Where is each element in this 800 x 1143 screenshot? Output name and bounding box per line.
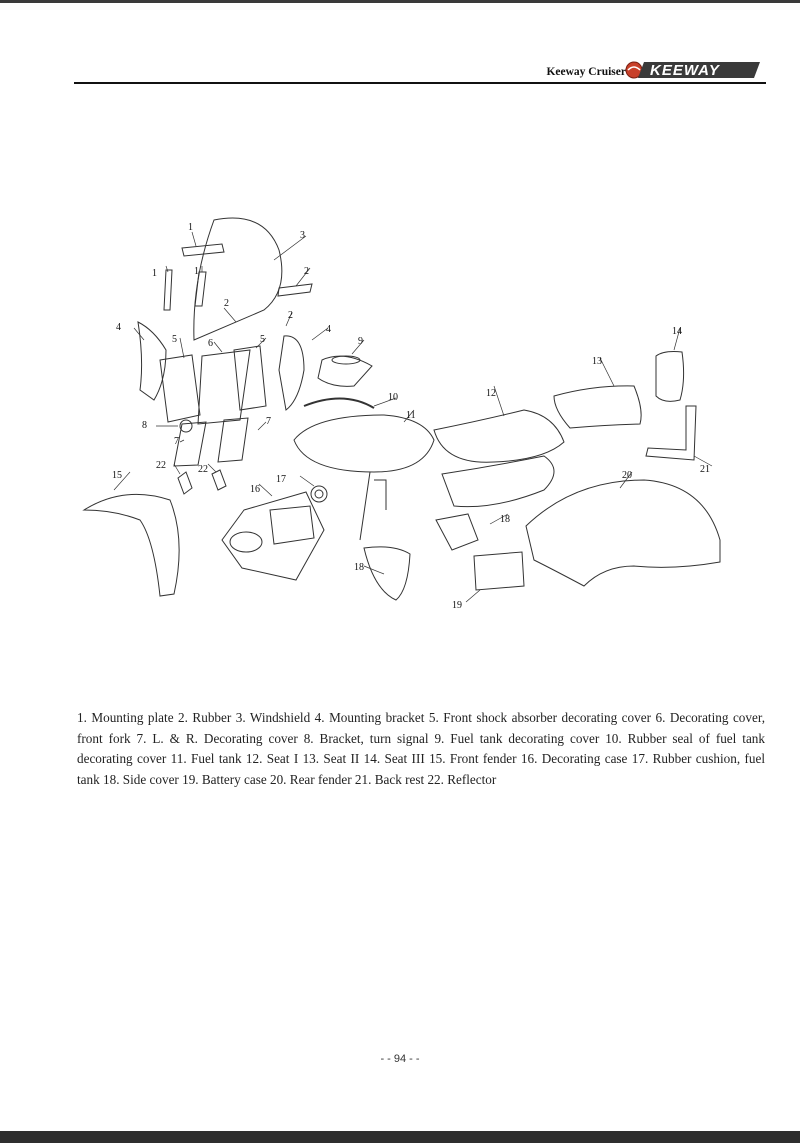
seat-one-part bbox=[433, 409, 565, 463]
callout-label: 22 bbox=[198, 464, 208, 475]
exploded-parts-diagram: 1 1 1 2 2 2 3 4 4 5 5 6 7 7 8 9 10 11 12… bbox=[82, 217, 721, 611]
seat-three-part bbox=[655, 351, 685, 402]
brand-text: Keeway Cruiser bbox=[546, 66, 626, 78]
callout-label: 4 bbox=[326, 324, 331, 335]
reflector-part bbox=[211, 469, 227, 491]
lr-cover-part bbox=[173, 421, 207, 467]
seat-tray-part bbox=[441, 455, 555, 508]
rear-fender-part bbox=[525, 479, 721, 587]
fork-cover-part bbox=[197, 349, 251, 425]
back-rest-part bbox=[645, 405, 697, 461]
callout-label: 9 bbox=[358, 336, 363, 347]
rubber-seal-part bbox=[303, 397, 375, 409]
page-header: Keeway Cruiser KEEWAY bbox=[74, 52, 766, 84]
battery-case-part bbox=[473, 551, 525, 591]
diagram-callouts: 1 1 1 2 2 2 3 4 4 5 5 6 7 7 8 9 10 11 12… bbox=[112, 222, 710, 611]
header-rule bbox=[74, 82, 766, 84]
callout-label: 21 bbox=[700, 464, 710, 475]
rubber-cushion-part bbox=[310, 485, 328, 503]
callout-label: 16 bbox=[250, 484, 260, 495]
logo-text: KEEWAY bbox=[650, 62, 721, 79]
callout-label: 10 bbox=[388, 392, 398, 403]
callout-label: 8 bbox=[142, 420, 147, 431]
callout-label: 13 bbox=[592, 356, 602, 367]
lr-cover-part bbox=[217, 417, 249, 463]
callout-label: 1 bbox=[188, 222, 193, 233]
reflector-part bbox=[177, 471, 193, 495]
callout-label: 5 bbox=[260, 334, 265, 345]
callout-label: 5 bbox=[172, 334, 177, 345]
side-cover-part bbox=[363, 546, 411, 601]
shock-cover-part bbox=[159, 354, 201, 423]
callout-label: 2 bbox=[288, 310, 293, 321]
callout-label: 7 bbox=[266, 416, 271, 427]
tank-deco-cover-part bbox=[317, 355, 373, 387]
front-fender-part bbox=[82, 493, 180, 597]
shock-cover-part bbox=[233, 345, 267, 411]
callout-label: 4 bbox=[116, 322, 121, 333]
mounting-plate-part bbox=[277, 283, 313, 297]
top-edge bbox=[0, 0, 800, 3]
callout-label: 7 bbox=[174, 436, 179, 447]
mounting-bracket-part bbox=[278, 335, 305, 411]
callout-label: 3 bbox=[300, 230, 305, 241]
side-cover-part bbox=[435, 513, 479, 551]
parts-caption: 1. Mounting plate 2. Rubber 3. Windshiel… bbox=[77, 710, 765, 787]
callout-label: 19 bbox=[452, 600, 462, 611]
mounting-plate-part bbox=[163, 269, 173, 311]
callout-label: 17 bbox=[276, 474, 286, 485]
mounting-plate-part bbox=[181, 243, 225, 257]
callout-label: 22 bbox=[156, 460, 166, 471]
callout-label: 6 bbox=[208, 338, 213, 349]
mounting-plate-part bbox=[194, 271, 207, 307]
seat-two-part bbox=[553, 385, 642, 429]
bottom-bar bbox=[0, 1131, 800, 1143]
callout-label: 12 bbox=[486, 388, 496, 399]
callout-label: 2 bbox=[224, 298, 229, 309]
page-number: - - 94 - - bbox=[380, 1053, 420, 1065]
keeway-logo: KEEWAY bbox=[625, 61, 760, 79]
fuel-tank-part bbox=[293, 414, 435, 473]
callout-label: 14 bbox=[672, 326, 682, 337]
callout-label: 18 bbox=[500, 514, 510, 525]
callout-label: 2 bbox=[304, 266, 309, 277]
mounting-bracket-part bbox=[137, 321, 167, 401]
windshield-part bbox=[193, 217, 283, 341]
callout-label: 1 bbox=[152, 268, 157, 279]
callout-label: 1 bbox=[194, 266, 199, 277]
turn-signal-bracket-part bbox=[179, 419, 193, 433]
decorating-case-part bbox=[221, 491, 325, 581]
callout-label: 20 bbox=[622, 470, 632, 481]
callout-label: 15 bbox=[112, 470, 122, 481]
callout-label: 11 bbox=[406, 410, 416, 421]
callout-label: 18 bbox=[354, 562, 364, 573]
